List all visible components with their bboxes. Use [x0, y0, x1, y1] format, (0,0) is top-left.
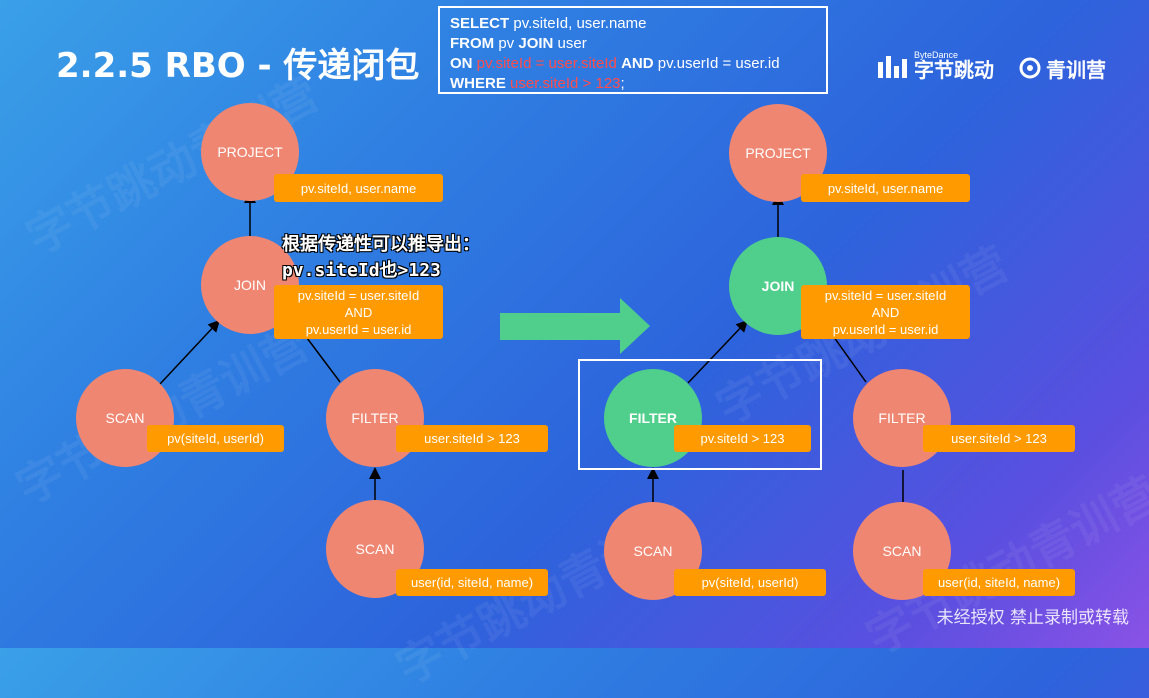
- right-new-filter-tag: pv.siteId > 123: [674, 425, 811, 452]
- copyright-footer: 未经授权 禁止录制或转载: [936, 608, 1129, 628]
- right-filter-tag: user.siteId > 123: [923, 425, 1075, 452]
- bytedance-logo-icon: [878, 56, 907, 78]
- right-join-tag: pv.siteId = user.siteId AND pv.userId = …: [801, 285, 970, 339]
- left-filter-node: FILTER: [326, 369, 424, 467]
- left-join-tag: pv.siteId = user.siteId AND pv.userId = …: [274, 285, 443, 339]
- sql-line-3: ON pv.siteId = user.siteId AND pv.userId…: [450, 55, 780, 72]
- left-scan-node: SCAN: [76, 369, 174, 467]
- camp-logo-icon: [1019, 57, 1041, 79]
- edge-scan-join-left: [159, 319, 221, 385]
- derivation-note: 根据传递性可以推导出： pv.siteId也>123: [282, 234, 480, 281]
- camp-label: 青训营: [1046, 58, 1106, 82]
- right-scan-left-tag: pv(siteId, userId): [674, 569, 826, 596]
- left-project-tag: pv.siteId, user.name: [274, 174, 443, 202]
- sql-query-box: SELECT pv.siteId, user.name FROM pv JOIN…: [438, 6, 828, 94]
- new-filter-highlight-box: [578, 359, 822, 470]
- right-scan-right-tag: user(id, siteId, name): [923, 569, 1075, 596]
- bytedance-label: 字节跳动: [914, 58, 994, 82]
- sql-line-1: SELECT pv.siteId, user.name: [450, 15, 647, 32]
- tree-edges: [159, 191, 904, 502]
- transform-arrow-icon: [500, 298, 650, 354]
- sql-line-4: WHERE user.siteId > 123;: [450, 75, 625, 92]
- left-scan-right-tag: user(id, siteId, name): [396, 569, 548, 596]
- edge-filter-join-right: [687, 319, 749, 384]
- right-filter-node: FILTER: [853, 369, 951, 467]
- left-scan-tag: pv(siteId, userId): [147, 425, 284, 452]
- bytedance-small-label: ByteDance: [914, 50, 959, 60]
- sql-line-2: FROM pv JOIN user: [450, 35, 587, 52]
- right-new-filter-node: FILTER: [604, 369, 702, 467]
- left-filter-tag: user.siteId > 123: [396, 425, 548, 452]
- page-title: 2.2.5 RBO - 传递闭包: [56, 46, 420, 86]
- right-project-tag: pv.siteId, user.name: [801, 174, 970, 202]
